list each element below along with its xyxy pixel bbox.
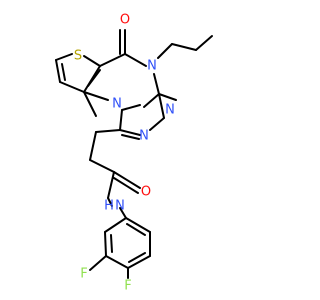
bond (95, 129, 121, 133)
bond (124, 53, 147, 67)
carbonyl-oxygen-atom: O (120, 13, 130, 28)
bond (89, 255, 107, 271)
bond (113, 171, 141, 189)
bond (107, 171, 115, 199)
bond (61, 63, 66, 81)
bond (83, 91, 97, 117)
bond (110, 234, 113, 253)
bonds (55, 29, 213, 279)
bond (171, 43, 197, 51)
bond (143, 93, 160, 108)
bond (55, 53, 73, 61)
bond (104, 231, 107, 257)
amide-hydrogen-atom: H (104, 199, 114, 214)
bond (121, 104, 141, 111)
bond (158, 93, 177, 101)
ring-nitrogen-atom: N (147, 59, 157, 74)
bond (195, 35, 213, 51)
bond (157, 43, 173, 59)
bond (89, 131, 97, 161)
bond (153, 73, 160, 95)
bond (119, 207, 127, 219)
bond (113, 177, 139, 194)
amide-nitrogen-atom: N (115, 199, 125, 214)
bond (104, 217, 127, 233)
fluorine-atom: F (124, 279, 131, 294)
bond (127, 255, 151, 269)
bond (105, 255, 129, 269)
bond (99, 53, 126, 67)
bond (121, 134, 140, 140)
bond (149, 117, 165, 131)
fluorine-atom: F (80, 267, 87, 282)
bond (89, 159, 115, 173)
sulfur-atom: S (74, 49, 82, 64)
bond (55, 59, 61, 83)
molecule-canvas: S O N N N N O N H F F (55, 13, 213, 294)
bond (83, 55, 101, 67)
bond (158, 93, 165, 119)
amide-oxygen-atom: O (141, 185, 151, 200)
bond (126, 223, 146, 236)
atom-labels: S O N N N N O N H F F (74, 13, 175, 294)
bond (125, 217, 151, 233)
bond (119, 129, 141, 136)
bond (119, 109, 123, 131)
bond (87, 69, 101, 87)
bridgehead-nitrogen-atom: N (112, 97, 122, 112)
bond (107, 197, 113, 207)
bond (128, 252, 146, 263)
molecule-structure: S O N N N N O N H F F (55, 13, 213, 294)
bond (59, 81, 85, 93)
triazole-nitrogen-atom: N (165, 103, 175, 118)
bond (83, 91, 109, 101)
triazole-nitrogen-atom: N (139, 129, 149, 144)
